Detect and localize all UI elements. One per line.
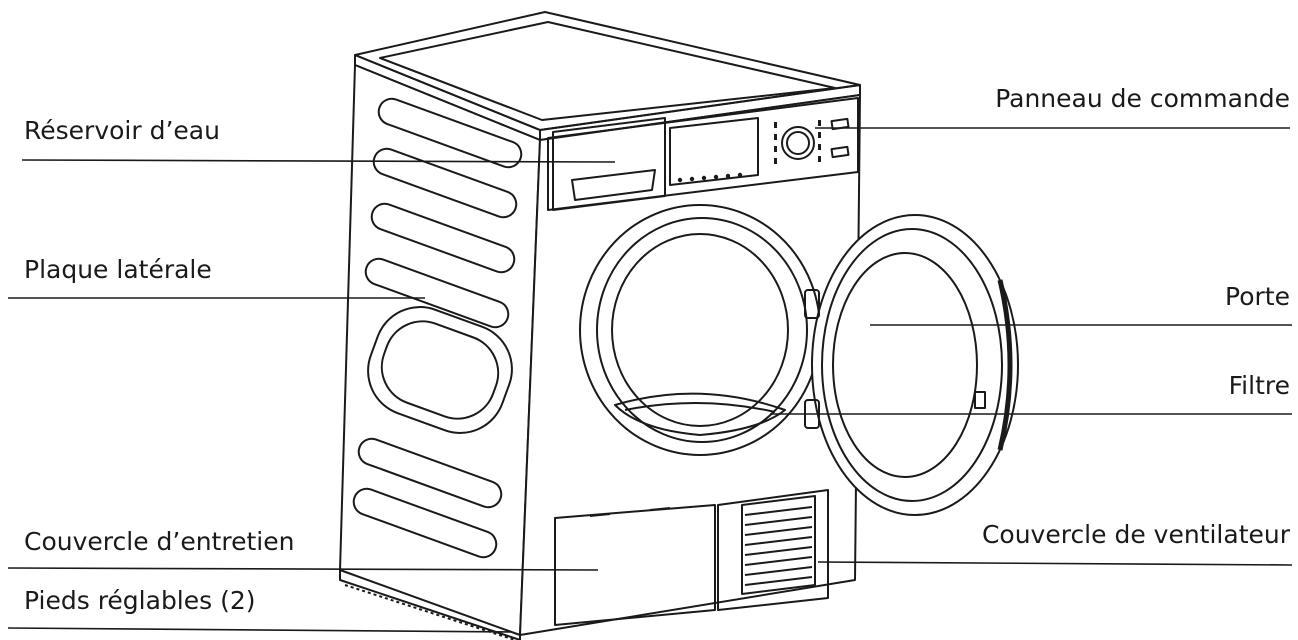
- label-water-tank: Réservoir d’eau: [24, 116, 220, 145]
- dryer-front-panel: [519, 94, 861, 636]
- label-door: Porte: [1225, 282, 1290, 311]
- label-control-panel: Panneau de commande: [995, 84, 1290, 113]
- label-side-plate: Plaque latérale: [24, 255, 212, 284]
- leader-lines: [7, 127, 1293, 633]
- label-service-cover: Couvercle d’entretien: [24, 527, 295, 556]
- label-fan-cover: Couvercle de ventilateur: [981, 520, 1290, 549]
- dryer-side-panel: [339, 64, 541, 640]
- label-filter: Filtre: [1228, 371, 1290, 400]
- dryer-door: [804, 214, 1019, 516]
- dryer-top: [354, 11, 861, 141]
- fan-grill: [741, 495, 816, 595]
- label-adjustable-feet: Pieds réglables (2): [24, 586, 256, 615]
